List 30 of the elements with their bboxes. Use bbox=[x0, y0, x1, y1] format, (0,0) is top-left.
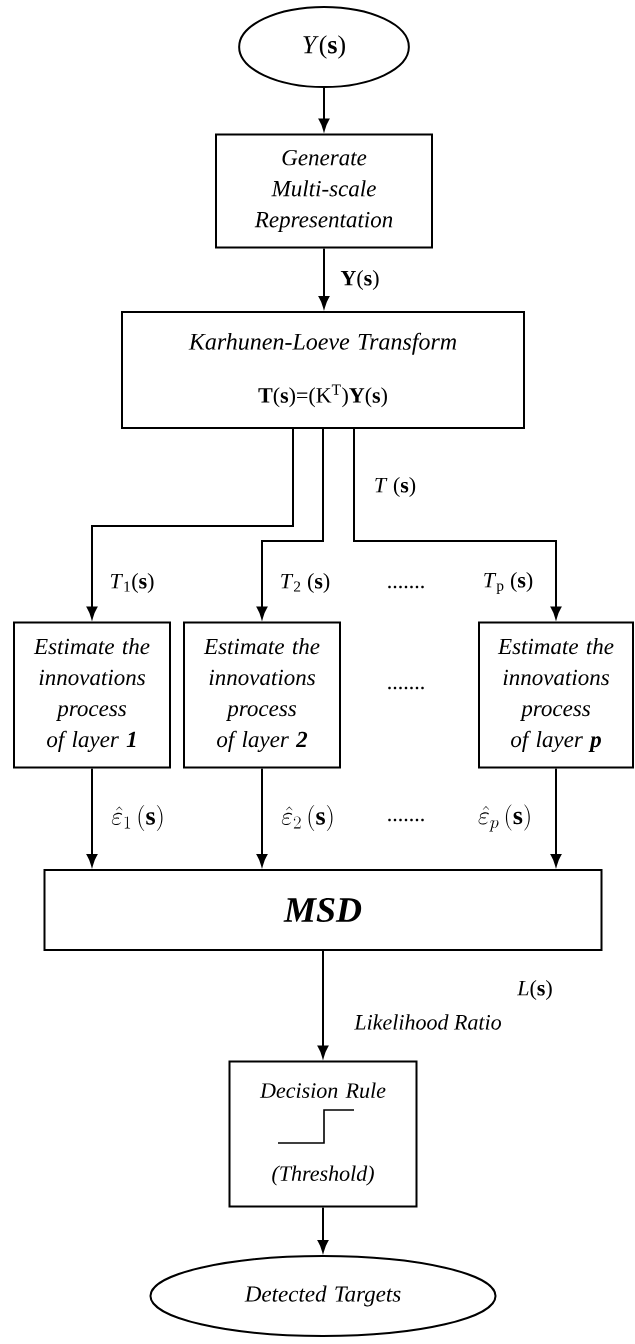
label: L(s) bbox=[517, 980, 552, 1000]
process-box: Estimate the innovations process of layer p bbox=[478, 621, 634, 769]
arrow bbox=[86, 767, 98, 867]
label: T (s) bbox=[375, 477, 416, 497]
edge-label: $\hat{\varepsilon}_{p}\left(\mathbf{s}\right)$ bbox=[476, 803, 534, 833]
process-box: Estimate the innovations process of layer 1 bbox=[13, 621, 171, 769]
edge-label: Likelihood Ratio bbox=[353, 1013, 503, 1031]
arrow bbox=[317, 950, 329, 1058]
arrow bbox=[318, 247, 330, 309]
arrow bbox=[318, 87, 330, 131]
label: ....... bbox=[388, 818, 424, 822]
arrow bbox=[256, 767, 268, 867]
process-box: Estimate the innovations process of layer 2 bbox=[183, 621, 341, 769]
arrow bbox=[353, 428, 562, 619]
process-box: Decision Rule (Threshold) bbox=[228, 1060, 418, 1208]
arrow bbox=[86, 428, 294, 619]
edge-label: Y(s) bbox=[339, 269, 381, 291]
label: ....... bbox=[388, 686, 424, 690]
edge-label: $\hat{\varepsilon}_{1}\left(\mathbf{s}\right)$ bbox=[110, 804, 166, 832]
process-box: MSD bbox=[43, 869, 603, 951]
edge-label: T$_{1}$(s) bbox=[108, 572, 156, 594]
edge-label: T$_{2}$ (s) bbox=[278, 572, 332, 594]
label: ....... bbox=[388, 585, 424, 589]
edge-label: T$_{p}$ (s) bbox=[481, 571, 535, 595]
arrow bbox=[256, 428, 324, 619]
process-box: Karhunen-Loeve Transform T(s)=(K$^{T}$)Y(s) bbox=[121, 311, 525, 429]
process-box: Generate Multi-scale Representation bbox=[215, 133, 433, 249]
arrow bbox=[317, 1206, 329, 1253]
arrow bbox=[550, 767, 562, 867]
edge-label: $\hat{\varepsilon}_{2}\left(\mathbf{s}\right)$ bbox=[280, 804, 336, 832]
